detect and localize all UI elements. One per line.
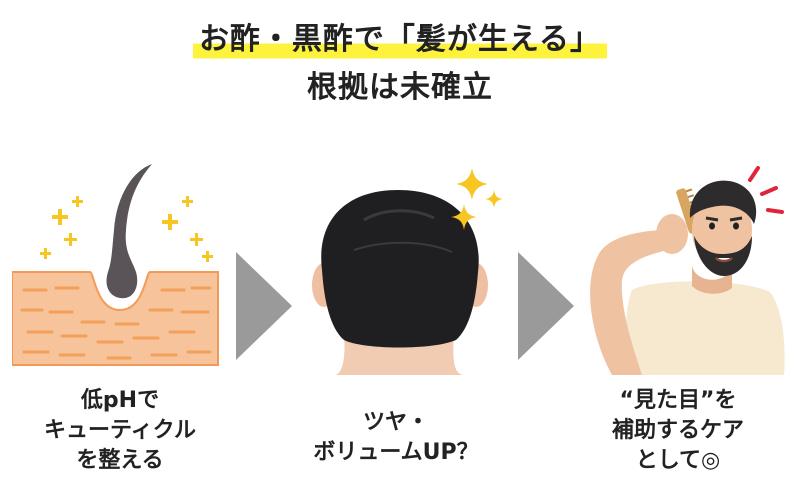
caption-line: を整える bbox=[76, 448, 164, 473]
headline-line-2: 根拠は未確立 bbox=[307, 70, 493, 105]
caption-line: 補助するケア bbox=[611, 418, 744, 443]
caption-line: ボリュームUP？ bbox=[313, 440, 479, 465]
caption-line: 低pHで bbox=[80, 388, 160, 413]
headline-line-1: お酢・黒酢で「髪が生える」 bbox=[192, 18, 608, 62]
man-combing-hair-illustration bbox=[572, 160, 792, 375]
back-of-head-illustration bbox=[294, 160, 514, 375]
back-of-head-svg bbox=[312, 168, 503, 375]
step-3-caption: “見た目”を 補助するケア として◎ bbox=[558, 386, 798, 476]
man-combing-hair-svg bbox=[590, 166, 785, 375]
step-2-caption: ツヤ・ ボリュームUP？ bbox=[276, 408, 516, 468]
caption-line: として◎ bbox=[635, 448, 721, 473]
caption-line: “見た目”を bbox=[619, 388, 737, 413]
alert-lines-icon bbox=[748, 166, 784, 214]
sparkle-icon bbox=[451, 168, 503, 230]
step-1-caption: 低pHで キューティクル を整える bbox=[0, 386, 240, 476]
arrow-right-icon bbox=[236, 252, 292, 360]
hair-follicle-svg bbox=[11, 164, 219, 366]
arrow-right-icon bbox=[518, 252, 574, 360]
sparkle-icon bbox=[40, 196, 213, 262]
headline: お酢・黒酢で「髪が生える」 根拠は未確立 bbox=[0, 18, 800, 110]
caption-line: ツヤ・ bbox=[362, 410, 429, 435]
hair-follicle-illustration bbox=[11, 160, 232, 375]
caption-line: キューティクル bbox=[43, 418, 197, 443]
